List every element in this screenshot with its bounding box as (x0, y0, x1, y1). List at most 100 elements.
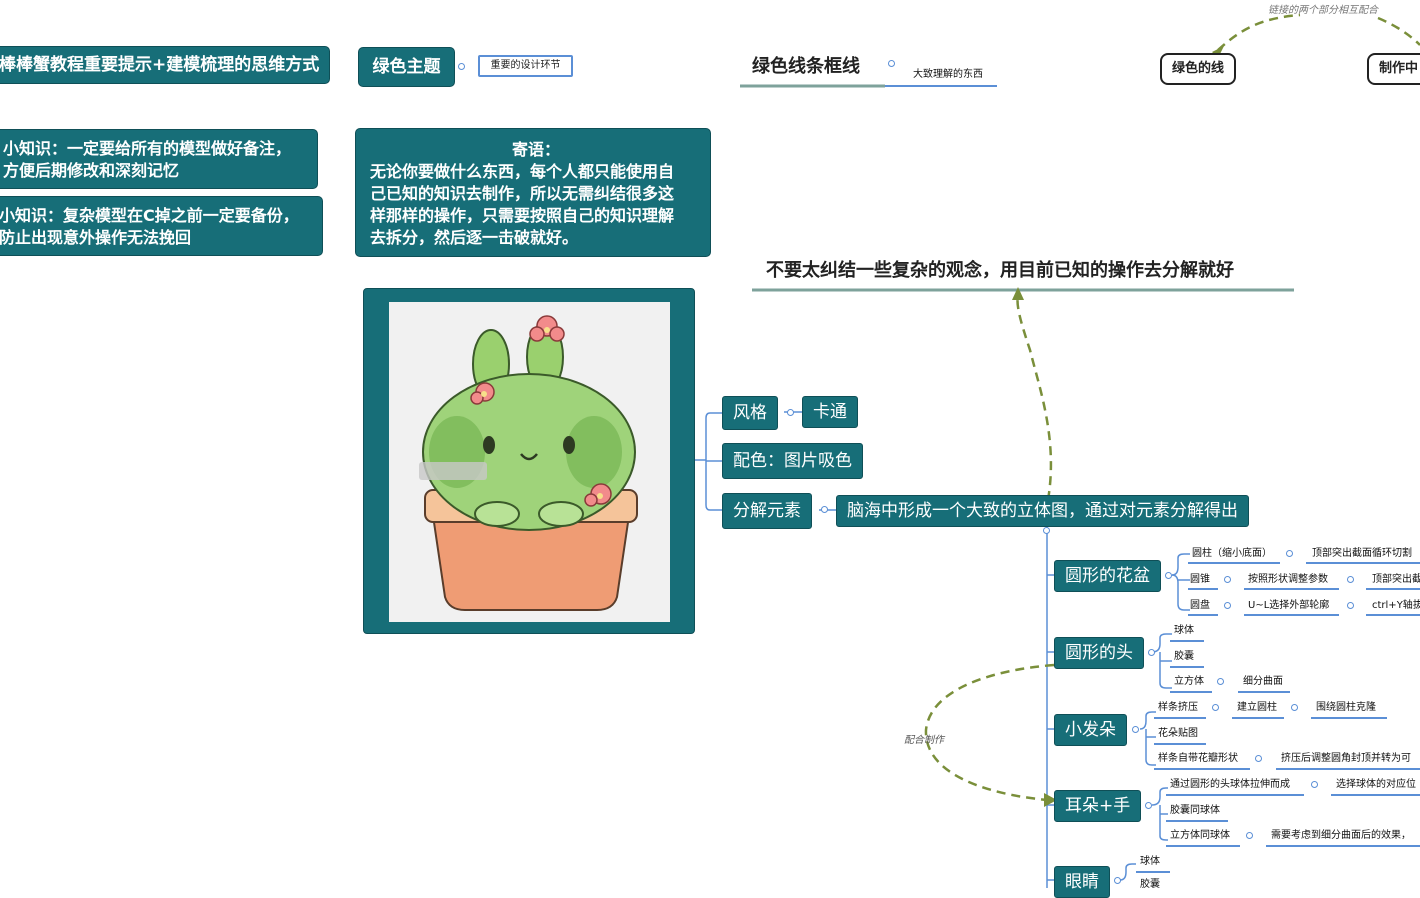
head-row2-underline (1170, 666, 1204, 668)
green-frame-title[interactable]: 绿色线条框线 (752, 52, 860, 78)
ears-row1-a-underline (1166, 794, 1304, 796)
branch-hair-flower-collapse-icon[interactable] (1132, 726, 1139, 733)
hair-row1-a[interactable]: 样条挤压 (1158, 702, 1198, 713)
hair-row1b-collapse-icon[interactable] (1291, 704, 1298, 711)
hair-row3-a[interactable]: 样条自带花瓣形状 (1158, 753, 1238, 764)
branch-eyes[interactable]: 眼睛 (1054, 866, 1110, 898)
ears-row2[interactable]: 胶囊同球体 (1170, 805, 1220, 816)
hair-row1-b[interactable]: 建立圆柱 (1237, 702, 1277, 713)
ears-row2-underline (1166, 820, 1228, 822)
tutorial-title[interactable]: 棒棒蟹教程重要提示+建模梳理的思维方式 (0, 46, 330, 84)
hair-row3-b[interactable]: 挤压后调整圆角封顶并转为可 (1281, 753, 1411, 764)
style-node[interactable]: 风格 (722, 396, 778, 430)
pot-row3-a[interactable]: 圆盘 (1190, 600, 1210, 611)
branch-ears-hands[interactable]: 耳朵+手 (1054, 790, 1142, 822)
head-row3-a-underline (1170, 691, 1212, 693)
ears-row1-a[interactable]: 通过圆形的头球体拉伸而成 (1170, 779, 1290, 790)
green-line-pill[interactable]: 绿色的线 (1160, 53, 1237, 85)
pot-row1-b[interactable]: 顶部突出截面循环切割 (1312, 548, 1412, 559)
pot-row3-c[interactable]: ctrl+Y轴拔 (1372, 600, 1420, 611)
head-row3-collapse-icon[interactable] (1217, 678, 1224, 685)
branch-pot-collapse-icon[interactable] (1165, 572, 1172, 579)
pot-row3b-collapse-icon[interactable] (1347, 602, 1354, 609)
branch-ears-hands-collapse-icon[interactable] (1145, 802, 1152, 809)
branch-head-collapse-icon[interactable] (1148, 649, 1155, 656)
tip-annotate-line1: 小知识：一定要给所有的模型做好备注， (3, 139, 292, 158)
ears-row3-b[interactable]: 需要考虑到细分曲面后的效果， (1271, 830, 1411, 841)
hair-row1-c-underline (1311, 717, 1387, 719)
cactus-image (389, 302, 670, 622)
headline[interactable]: 不要太纠结一些复杂的观念，用目前已知的操作去分解就好 (766, 260, 1234, 281)
message-title: 寄语： (511, 140, 560, 159)
hair-row2[interactable]: 花朵贴图 (1158, 728, 1198, 739)
eyes-row2[interactable]: 胶囊 (1140, 879, 1160, 890)
head-row1[interactable]: 球体 (1174, 625, 1194, 636)
pot-row2-b[interactable]: 按照形状调整参数 (1248, 574, 1328, 585)
pot-row3-collapse-icon[interactable] (1224, 602, 1231, 609)
pot-row3-b-underline (1244, 614, 1339, 616)
color-node[interactable]: 配色：图片吸色 (722, 443, 863, 479)
style-collapse-icon[interactable] (787, 409, 794, 416)
head-row3-a[interactable]: 立方体 (1174, 676, 1204, 687)
hair-row3-collapse-icon[interactable] (1255, 755, 1262, 762)
decompose-node[interactable]: 分解元素 (722, 493, 812, 529)
green-theme-collapse-icon[interactable] (458, 63, 465, 70)
pot-row2-b-underline (1244, 588, 1339, 590)
green-frame-collapse-icon[interactable] (888, 60, 895, 67)
tutorial-title-text: 棒棒蟹教程重要提示+建模梳理的思维方式 (0, 55, 320, 75)
tip-annotate[interactable]: 小知识：一定要给所有的模型做好备注， 方便后期修改和深刻记忆 (0, 129, 318, 189)
branch-pot[interactable]: 圆形的花盆 (1054, 560, 1161, 592)
tip-backup-line1: 小知识：复杂模型在C掉之前一定要备份， (0, 206, 299, 225)
head-row2[interactable]: 胶囊 (1174, 651, 1194, 662)
pot-row2-a[interactable]: 圆锥 (1190, 574, 1210, 585)
decompose-child-collapse-icon[interactable] (1043, 527, 1050, 534)
pot-row2-c-underline (1366, 588, 1420, 590)
green-frame-title-text: 绿色线条框线 (752, 56, 860, 77)
cooperate-label: 配合制作 (904, 735, 944, 746)
green-theme-note[interactable]: 重要的设计环节 (478, 55, 573, 77)
head-row3-b[interactable]: 细分曲面 (1243, 676, 1283, 687)
message-line: 己已知的知识去制作，所以无需纠结很多这 (370, 184, 675, 203)
ears-row3-a[interactable]: 立方体同球体 (1170, 830, 1230, 841)
green-frame-note[interactable]: 大致理解的东西 (913, 69, 983, 80)
style-value-node[interactable]: 卡通 (802, 396, 858, 428)
pot-row3-a-underline (1188, 614, 1218, 616)
green-theme-node[interactable]: 绿色主题 (358, 47, 455, 87)
in-progress-pill[interactable]: 制作中 (1367, 53, 1420, 85)
pot-row3-b[interactable]: U~L选择外部轮廓 (1248, 600, 1330, 611)
pot-row2-collapse-icon[interactable] (1224, 576, 1231, 583)
pot-row1-a[interactable]: 圆柱（缩小底面） (1192, 548, 1272, 559)
cactus-illustration (419, 315, 638, 611)
ears-row1-b[interactable]: 选择球体的对应位 (1336, 779, 1416, 790)
pot-row2b-collapse-icon[interactable] (1347, 576, 1354, 583)
pot-row1-b-underline (1306, 562, 1420, 564)
ears-row3-collapse-icon[interactable] (1246, 832, 1253, 839)
ears-row1-b-underline (1331, 794, 1420, 796)
ears-row1-collapse-icon[interactable] (1311, 781, 1318, 788)
hair-row1-a-underline (1154, 717, 1206, 719)
ears-row3-b-underline (1266, 845, 1420, 847)
branch-eyes-collapse-icon[interactable] (1114, 877, 1121, 884)
tip-annotate-line2: 方便后期修改和深刻记忆 (3, 161, 180, 180)
pot-row2-c[interactable]: 顶部突出截 (1372, 574, 1420, 585)
hair-row1-c[interactable]: 围绕圆柱克隆 (1316, 702, 1376, 713)
branch-head[interactable]: 圆形的头 (1054, 637, 1144, 669)
eyes-row1[interactable]: 球体 (1140, 856, 1160, 867)
message-line: 无论你要做什么东西，每个人都只能使用自 (370, 162, 675, 181)
branch-hair-flower[interactable]: 小发朵 (1054, 714, 1127, 746)
message-box[interactable]: 寄语： 无论你要做什么东西，每个人都只能使用自 己已知的知识去制作，所以无需纠结… (355, 128, 711, 257)
pot-row1-collapse-icon[interactable] (1286, 550, 1293, 557)
cactus-image-frame[interactable] (363, 288, 695, 634)
pot-row1-a-underline (1188, 562, 1280, 564)
eyes-row1-underline (1136, 871, 1170, 873)
hair-row1-collapse-icon[interactable] (1212, 704, 1219, 711)
tip-backup[interactable]: 小知识：复杂模型在C掉之前一定要备份， 防止出现意外操作无法挽回 (0, 196, 323, 256)
hair-row2-underline (1154, 743, 1206, 745)
ears-row3-a-underline (1166, 845, 1240, 847)
decompose-value-node[interactable]: 脑海中形成一个大致的立体图，通过对元素分解得出 (836, 495, 1249, 527)
hair-row3-b-underline (1276, 768, 1420, 770)
message-line: 去拆分，然后逐一击破就好。 (370, 228, 579, 247)
decompose-collapse-icon[interactable] (821, 506, 828, 513)
head-row1-underline (1170, 640, 1204, 642)
